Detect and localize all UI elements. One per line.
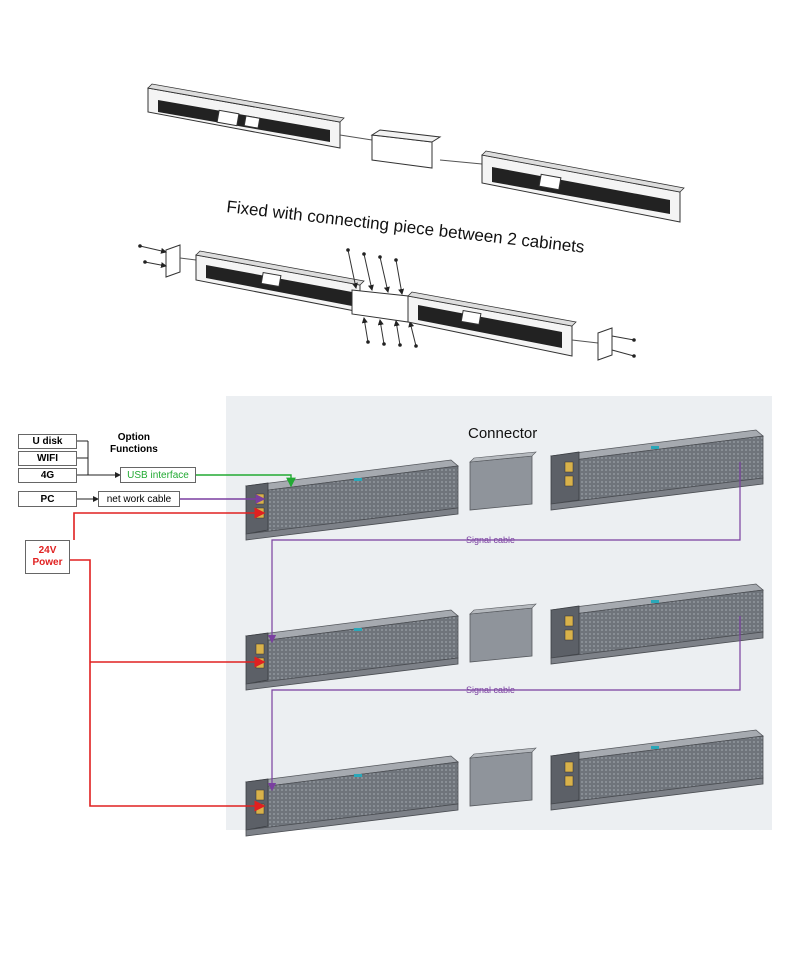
- usb-interface-box: USB interface: [120, 467, 196, 483]
- option-functions-label: Option Functions: [110, 432, 158, 455]
- lower-left-cabinet: [195, 250, 365, 313]
- top-right-cabinet: [481, 150, 685, 223]
- 4g-label: 4G: [40, 470, 55, 481]
- pc-box: PC: [18, 491, 77, 507]
- signal-cable-label-1: Signal cable: [466, 535, 515, 545]
- connector-row3: [469, 747, 537, 807]
- option-bracket: [77, 440, 121, 478]
- lower-connecting-piece: [351, 289, 409, 323]
- signal-cable-1: [267, 462, 741, 644]
- wifi-label: WIFI: [36, 453, 59, 464]
- connector-row1: [469, 451, 537, 511]
- cabinet-row3-left: [245, 755, 459, 837]
- usb-cable: [196, 474, 296, 488]
- network-cable-label: net work cable: [106, 493, 172, 505]
- u-disk-label: U disk: [32, 436, 63, 447]
- wifi-box: WIFI: [18, 451, 77, 466]
- power-box: 24V Power: [25, 540, 70, 574]
- lower-right-endcap: [597, 327, 636, 361]
- lower-left-endcap: [138, 244, 181, 278]
- power-cables: [70, 507, 266, 812]
- 4g-box: 4G: [18, 468, 77, 483]
- top-caption: Fixed with connecting piece between 2 ca…: [226, 197, 586, 257]
- signal-cable-2: [267, 616, 741, 792]
- top-left-cabinet: [147, 83, 345, 149]
- lower-right-cabinet: [407, 291, 577, 357]
- cabinet-row2-left: [245, 609, 459, 691]
- network-cable-box: net work cable: [98, 491, 180, 507]
- top-connecting-piece: [370, 129, 442, 169]
- cabinet-row2-right: [550, 583, 764, 665]
- connecting-bolts: [346, 248, 418, 348]
- usb-interface-label: USB interface: [127, 469, 189, 481]
- cabinet-row3-right: [550, 729, 764, 811]
- cabinet-row1-right: [550, 429, 764, 511]
- led-cabinet-grid: [245, 429, 764, 837]
- connector-row2: [469, 603, 537, 663]
- pc-label: PC: [40, 493, 55, 505]
- u-disk-box: U disk: [18, 434, 77, 449]
- connector-label: Connector: [468, 425, 537, 442]
- top-assembly-drawing: [138, 83, 685, 361]
- power-label: 24V Power: [32, 545, 63, 568]
- cabinet-row1-left: [245, 459, 459, 541]
- signal-cable-label-2: Signal cable: [466, 685, 515, 695]
